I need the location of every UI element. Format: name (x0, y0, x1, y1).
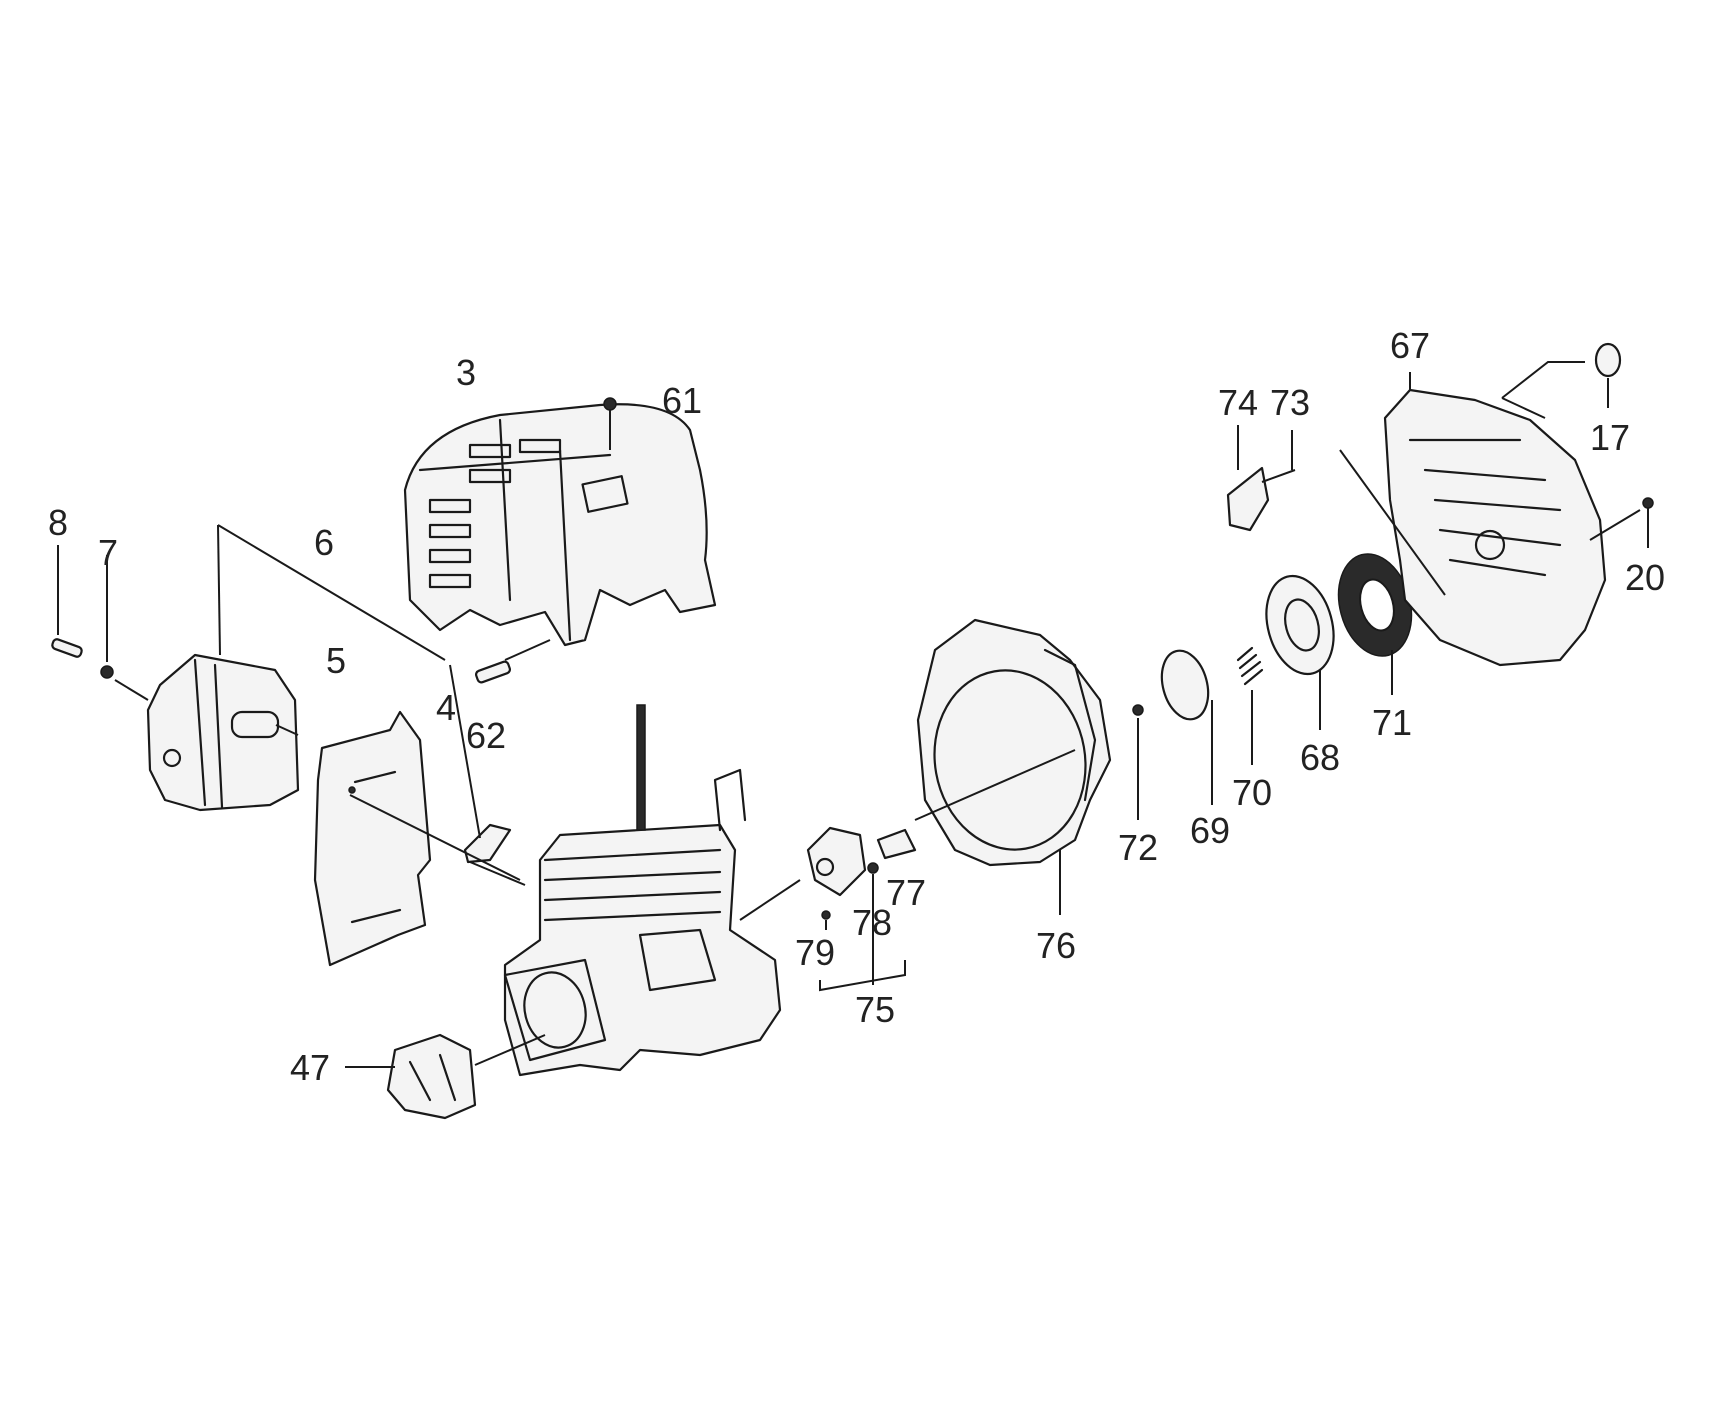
part-label-76: 76 (1036, 925, 1076, 966)
ratchet-part-69 (1160, 649, 1213, 805)
part-label-67: 67 (1390, 325, 1430, 366)
reel-part-68 (1265, 574, 1335, 730)
nut-part-17 (1594, 342, 1622, 408)
spiral-spring-part-71 (1337, 553, 1413, 695)
recoil-cover-part-67 (1339, 361, 1641, 667)
part-label-47: 47 (290, 1047, 330, 1088)
muffler-part-6 (146, 524, 521, 881)
engine-cover-part (403, 403, 717, 647)
part-label-8: 8 (48, 502, 68, 543)
screw-part-20 (1642, 497, 1654, 548)
part-label-69: 69 (1190, 810, 1230, 851)
part-label-4: 4 (436, 687, 456, 728)
part-label-71: 71 (1372, 702, 1412, 743)
part-label-77: 77 (886, 872, 926, 913)
part-label-78: 78 (852, 902, 892, 943)
part-label-5: 5 (326, 640, 346, 681)
bolt-part-62 (474, 639, 551, 684)
part-label-72: 72 (1118, 827, 1158, 868)
part-label-6: 6 (314, 522, 334, 563)
cylinder-crankcase-part (503, 704, 782, 1077)
intake-part-47 (345, 1033, 546, 1120)
part-label-61: 61 (662, 380, 702, 421)
gasket-part-4 (449, 664, 526, 886)
bolt-part-8 (51, 545, 83, 658)
part-label-62: 62 (466, 715, 506, 756)
screw-part-61 (603, 397, 617, 450)
part-label-73: 73 (1270, 382, 1310, 423)
part-label-70: 70 (1232, 772, 1272, 813)
washer-part-7 (100, 555, 149, 701)
screw-part-72 (1132, 704, 1144, 820)
spring-part-70 (1236, 646, 1264, 765)
heat-shield-part-5 (313, 710, 432, 967)
part-label-74: 74 (1218, 382, 1258, 423)
part-number-labels: 3 61 8 7 6 5 4 62 47 77 78 79 75 76 72 6… (48, 325, 1665, 1088)
part-label-17: 17 (1590, 417, 1630, 458)
part-label-7: 7 (98, 532, 118, 573)
part-label-79: 79 (795, 932, 835, 973)
part-label-75: 75 (855, 989, 895, 1030)
starter-handle-part-74 (1226, 425, 1270, 532)
part-label-68: 68 (1300, 737, 1340, 778)
part-label-3: 3 (456, 352, 476, 393)
flywheel-magnet-assembly-part-75 (739, 826, 917, 992)
pin-part-73 (1261, 430, 1296, 483)
fan-housing-part-76 (914, 618, 1112, 915)
part-label-20: 20 (1625, 557, 1665, 598)
